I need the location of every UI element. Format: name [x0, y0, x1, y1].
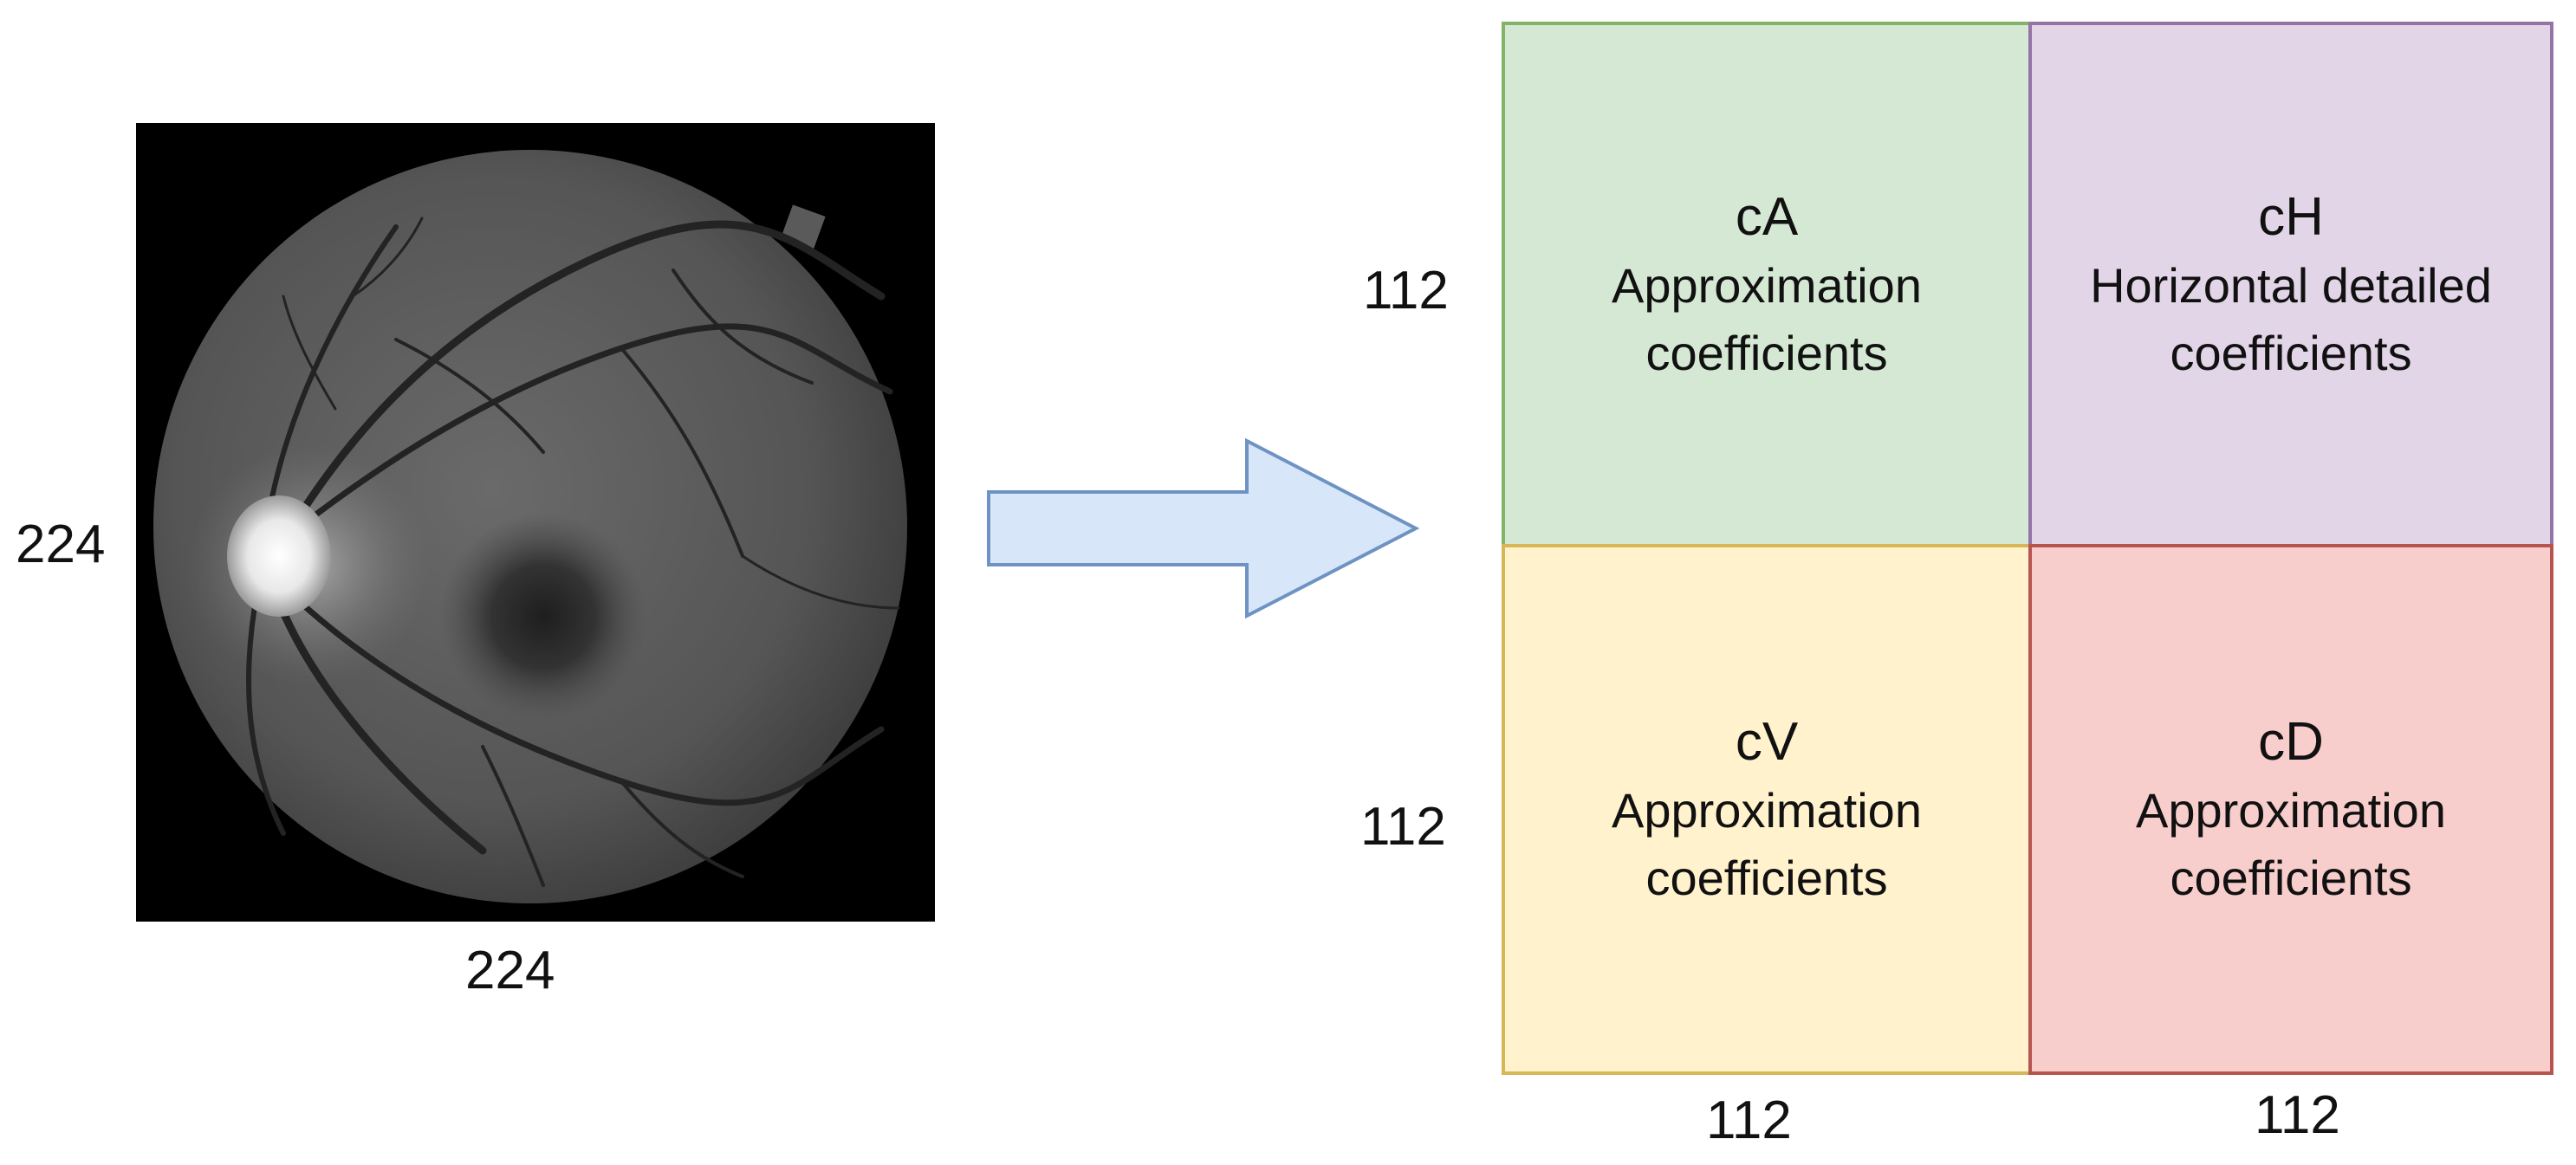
quadrant-ch: cH Horizontal detailed coefficients	[2028, 22, 2553, 547]
input-height-label: 224	[16, 515, 106, 574]
right-arrow-icon	[987, 437, 1420, 619]
quadrant-code: cD	[2258, 711, 2324, 772]
quadrant-code: cV	[1735, 711, 1799, 772]
quadrant-description: Approximation coefficients	[2136, 782, 2446, 905]
quadrant-code: cH	[2258, 186, 2324, 247]
quadrant-cd: cD Approximation coefficients	[2028, 544, 2553, 1075]
quadrant-description: Approximation coefficients	[1612, 257, 1922, 380]
row-label-bottom: 112	[1360, 797, 1446, 857]
col-label-right: 112	[2255, 1085, 2340, 1145]
arrow-shape	[987, 437, 1420, 619]
quadrant-code: cA	[1735, 186, 1799, 247]
quadrant-cv: cV Approximation coefficients	[1502, 544, 2032, 1075]
quadrant-ca: cA Approximation coefficients	[1502, 22, 2032, 547]
col-label-left: 112	[1706, 1091, 1792, 1150]
fundus-photo-icon	[153, 150, 907, 903]
retinal-fundus-image	[136, 123, 935, 922]
quadrant-description: Approximation coefficients	[1612, 782, 1922, 905]
input-width-label: 224	[465, 941, 555, 1000]
quadrant-description: Horizontal detailed coefficients	[2090, 257, 2492, 380]
row-label-top: 112	[1363, 261, 1449, 320]
